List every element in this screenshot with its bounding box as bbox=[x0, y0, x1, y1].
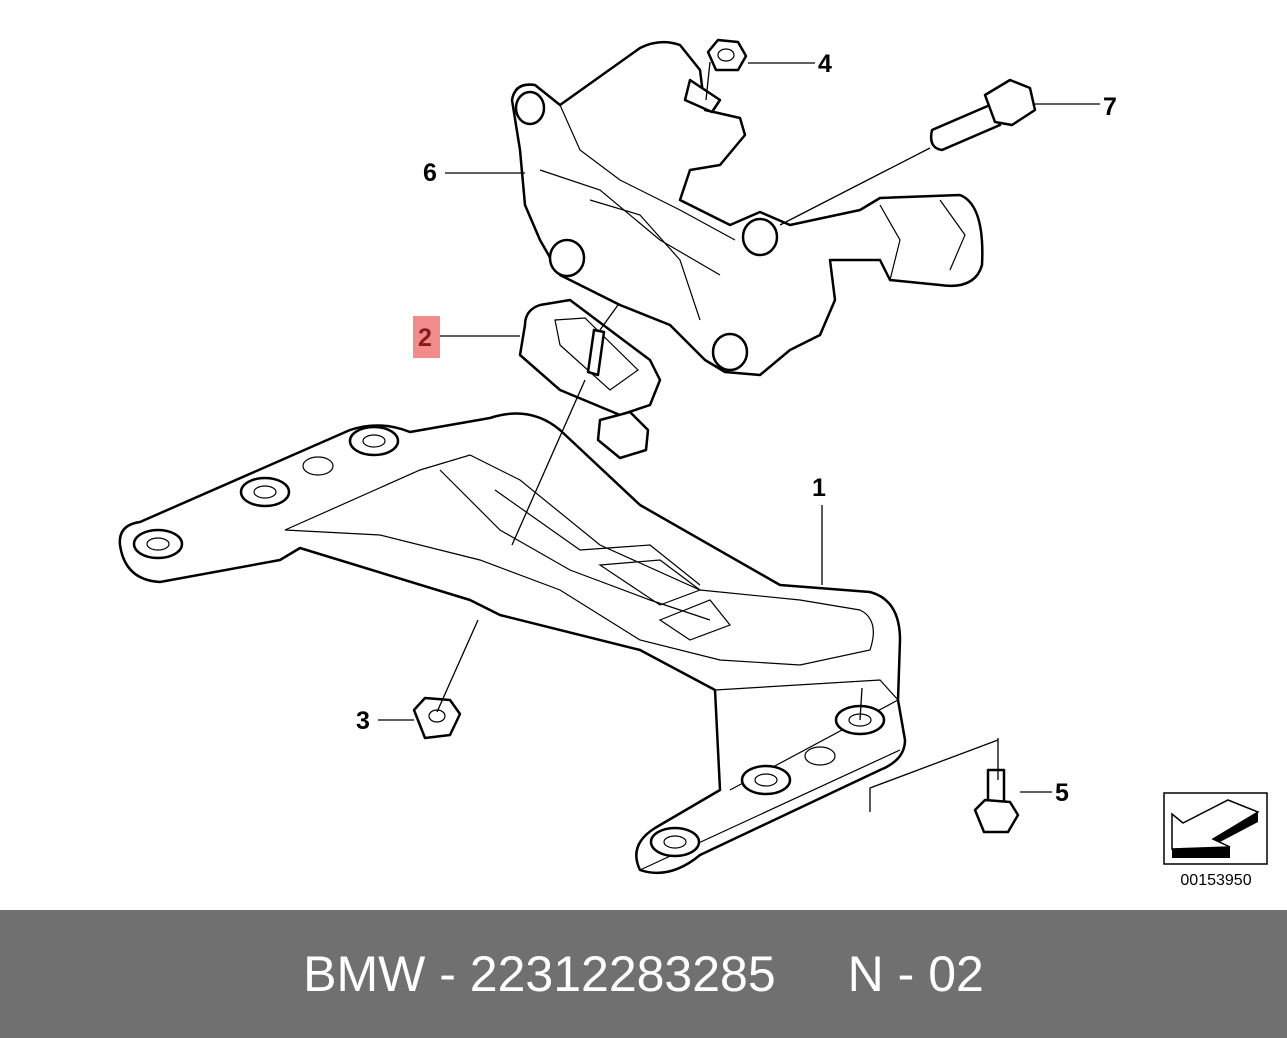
nut-part-3[interactable] bbox=[412, 696, 462, 740]
bracket-part-6[interactable] bbox=[510, 40, 984, 377]
arrow-front-left-icon bbox=[1163, 792, 1268, 865]
callout-6: 6 bbox=[423, 159, 437, 187]
callout-2: 2 bbox=[418, 324, 432, 352]
callout-7: 7 bbox=[1103, 93, 1117, 121]
crossmember-part-1[interactable] bbox=[118, 412, 907, 875]
callout-4: 4 bbox=[818, 50, 832, 78]
callout-highlight bbox=[413, 316, 440, 358]
bolt-part-5[interactable] bbox=[973, 768, 1020, 834]
mount-part-2[interactable] bbox=[518, 298, 662, 460]
callout-5: 5 bbox=[1055, 779, 1069, 807]
callout-1: 1 bbox=[812, 474, 826, 502]
leader-lines bbox=[378, 61, 1100, 812]
nut-part-4[interactable] bbox=[706, 38, 748, 72]
diagram-number: 00153950 bbox=[1180, 872, 1251, 889]
parts-diagram: 4 7 6 2 1 3 5 00153950 bbox=[118, 38, 1268, 889]
position-label: N - 02 bbox=[847, 946, 984, 1002]
callout-3: 3 bbox=[356, 707, 370, 735]
footer-bar: BMW - 22312283285 N - 02 bbox=[0, 910, 1287, 1038]
part-number-label: BMW - 22312283285 bbox=[303, 946, 776, 1002]
bolt-part-7[interactable] bbox=[929, 78, 1037, 152]
